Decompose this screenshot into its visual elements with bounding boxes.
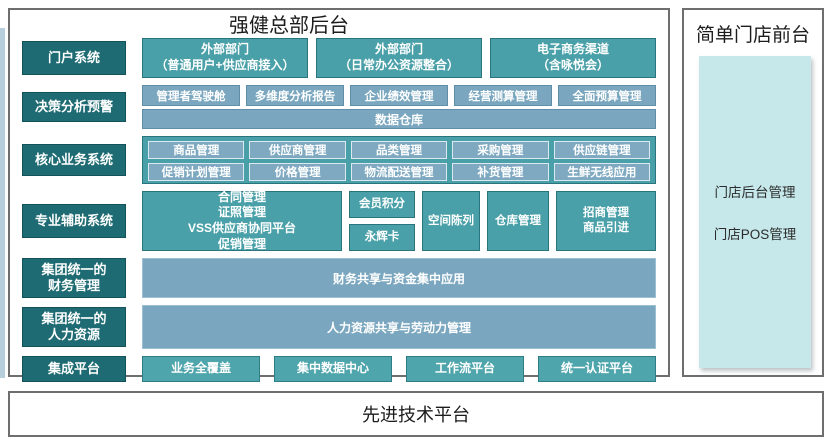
portal-box-ecommerce-channel: 电子商务渠道 （含咏悦会） xyxy=(490,38,656,78)
store-frontend-title: 简单门店前台 xyxy=(695,25,810,46)
integration-box-data-center: 集中数据中心 xyxy=(274,356,392,382)
integration-platform-label: 集成平台 xyxy=(22,356,126,382)
decision-boxes: 管理者驾驶舱 多维度分析报告 企业绩效管理 经营测算管理 全面预算管理 xyxy=(142,85,656,106)
portal-box-external-dept-office: 外部部门 （日常办公资源整合） xyxy=(316,38,482,78)
auxiliary-systems-content: 合同管理 证照管理 VSS供应商协同平台 促销管理 会员积分 永辉卡 空间陈列 … xyxy=(142,190,656,251)
core-business-line-2: 促销计划管理 价格管理 物流配送管理 补货管理 生鲜无线应用 xyxy=(148,163,651,181)
aux-stacked-boxes: 会员积分 永辉卡 xyxy=(349,191,415,251)
portal-system-content: 外部部门 （普通用户+供应商接入） 外部部门 （日常办公资源整合） 电子商务渠道… xyxy=(142,38,656,78)
portal-system-row: 门户系统 外部部门 （普通用户+供应商接入） 外部部门 （日常办公资源整合） 电… xyxy=(22,38,656,78)
backend-rows: 门户系统 外部部门 （普通用户+供应商接入） 外部部门 （日常办公资源整合） 电… xyxy=(22,38,656,382)
left-edge-artifact xyxy=(0,28,5,378)
core-business-label: 核心业务系统 xyxy=(22,144,126,176)
technology-platform-title: 先进技术平台 xyxy=(362,405,470,425)
integration-platform-content: 业务全覆盖 集中数据中心 工作流平台 统一认证平台 xyxy=(142,356,656,382)
core-box-fresh-wireless: 生鲜无线应用 xyxy=(553,163,651,181)
technology-platform-bar: 先进技术平台 xyxy=(8,391,824,437)
group-finance-row: 集团统一的 财务管理 财务共享与资金集中应用 xyxy=(22,258,656,298)
decision-box-budget-mgmt: 全面预算管理 xyxy=(558,85,656,106)
core-box-supplier: 供应商管理 xyxy=(249,141,346,159)
aux-box-space-display: 空间陈列 xyxy=(422,191,480,251)
store-pos-mgmt-item: 门店POS管理 xyxy=(713,227,797,242)
auxiliary-systems-label: 专业辅助系统 xyxy=(22,204,126,238)
core-business-row: 核心业务系统 商品管理 供应商管理 品类管理 采购管理 供应链管理 促销计划管理… xyxy=(22,136,656,184)
core-box-category: 品类管理 xyxy=(350,141,448,159)
core-box-price: 价格管理 xyxy=(249,163,346,181)
store-backend-mgmt-item: 门店后台管理 xyxy=(714,185,796,200)
core-box-procurement: 采购管理 xyxy=(452,141,549,159)
aux-box-member-points: 会员积分 xyxy=(349,191,415,218)
core-box-promo-plan: 促销计划管理 xyxy=(148,163,245,181)
integration-box-unified-auth: 统一认证平台 xyxy=(538,356,656,382)
group-hr-label: 集团统一的 人力资源 xyxy=(22,307,126,347)
core-box-replenishment: 补货管理 xyxy=(452,163,549,181)
aux-box-contract-license-vss-promo: 合同管理 证照管理 VSS供应商协同平台 促销管理 xyxy=(142,190,342,251)
integration-box-workflow: 工作流平台 xyxy=(406,356,524,382)
group-finance-label: 集团统一的 财务管理 xyxy=(22,258,126,298)
portal-system-label: 门户系统 xyxy=(22,41,126,75)
decision-box-multidim-report: 多维度分析报告 xyxy=(246,85,344,106)
aux-box-warehouse-mgmt: 仓库管理 xyxy=(487,191,549,251)
store-frontend-items: 门店后台管理 门店POS管理 xyxy=(699,56,811,243)
integration-platform-row: 集成平台 业务全覆盖 集中数据中心 工作流平台 统一认证平台 xyxy=(22,356,656,382)
store-frontend-box: 门店后台管理 门店POS管理 xyxy=(699,56,811,368)
portal-box-external-dept-supplier: 外部部门 （普通用户+供应商接入） xyxy=(142,38,308,78)
decision-box-management-cockpit: 管理者驾驶舱 xyxy=(142,85,240,106)
auxiliary-systems-row: 专业辅助系统 合同管理 证照管理 VSS供应商协同平台 促销管理 会员积分 永辉… xyxy=(22,190,656,251)
headquarters-backend-title: 强健总部后台 xyxy=(229,15,349,37)
core-box-logistics: 物流配送管理 xyxy=(350,163,448,181)
core-box-supply-chain: 供应链管理 xyxy=(553,141,651,159)
core-box-merchandise: 商品管理 xyxy=(148,141,245,159)
core-business-line-1: 商品管理 供应商管理 品类管理 采购管理 供应链管理 xyxy=(148,141,651,159)
hr-sharing-bar: 人力资源共享与劳动力管理 xyxy=(142,305,656,349)
integration-box-business-coverage: 业务全覆盖 xyxy=(142,356,260,382)
core-business-content: 商品管理 供应商管理 品类管理 采购管理 供应链管理 促销计划管理 价格管理 物… xyxy=(142,136,656,184)
decision-analysis-row: 决策分析预警 管理者驾驶舱 多维度分析报告 企业绩效管理 经营测算管理 全面预算… xyxy=(22,85,656,129)
decision-box-operation-calc: 经营测算管理 xyxy=(454,85,552,106)
decision-box-performance-mgmt: 企业绩效管理 xyxy=(350,85,448,106)
aux-box-yonghui-card: 永辉卡 xyxy=(349,224,415,251)
finance-sharing-bar: 财务共享与资金集中应用 xyxy=(142,258,656,298)
store-frontend-panel: 简单门店前台 门店后台管理 门店POS管理 xyxy=(682,8,824,377)
decision-analysis-label: 决策分析预警 xyxy=(22,92,126,122)
group-hr-row: 集团统一的 人力资源 人力资源共享与劳动力管理 xyxy=(22,305,656,349)
data-warehouse-bar: 数据仓库 xyxy=(142,109,656,129)
headquarters-backend-panel: 强健总部后台 门户系统 外部部门 （普通用户+供应商接入） 外部部门 （日常办公… xyxy=(8,8,670,382)
aux-box-merchant-intro: 招商管理 商品引进 xyxy=(556,191,656,251)
decision-analysis-content: 管理者驾驶舱 多维度分析报告 企业绩效管理 经营测算管理 全面预算管理 数据仓库 xyxy=(142,85,656,129)
